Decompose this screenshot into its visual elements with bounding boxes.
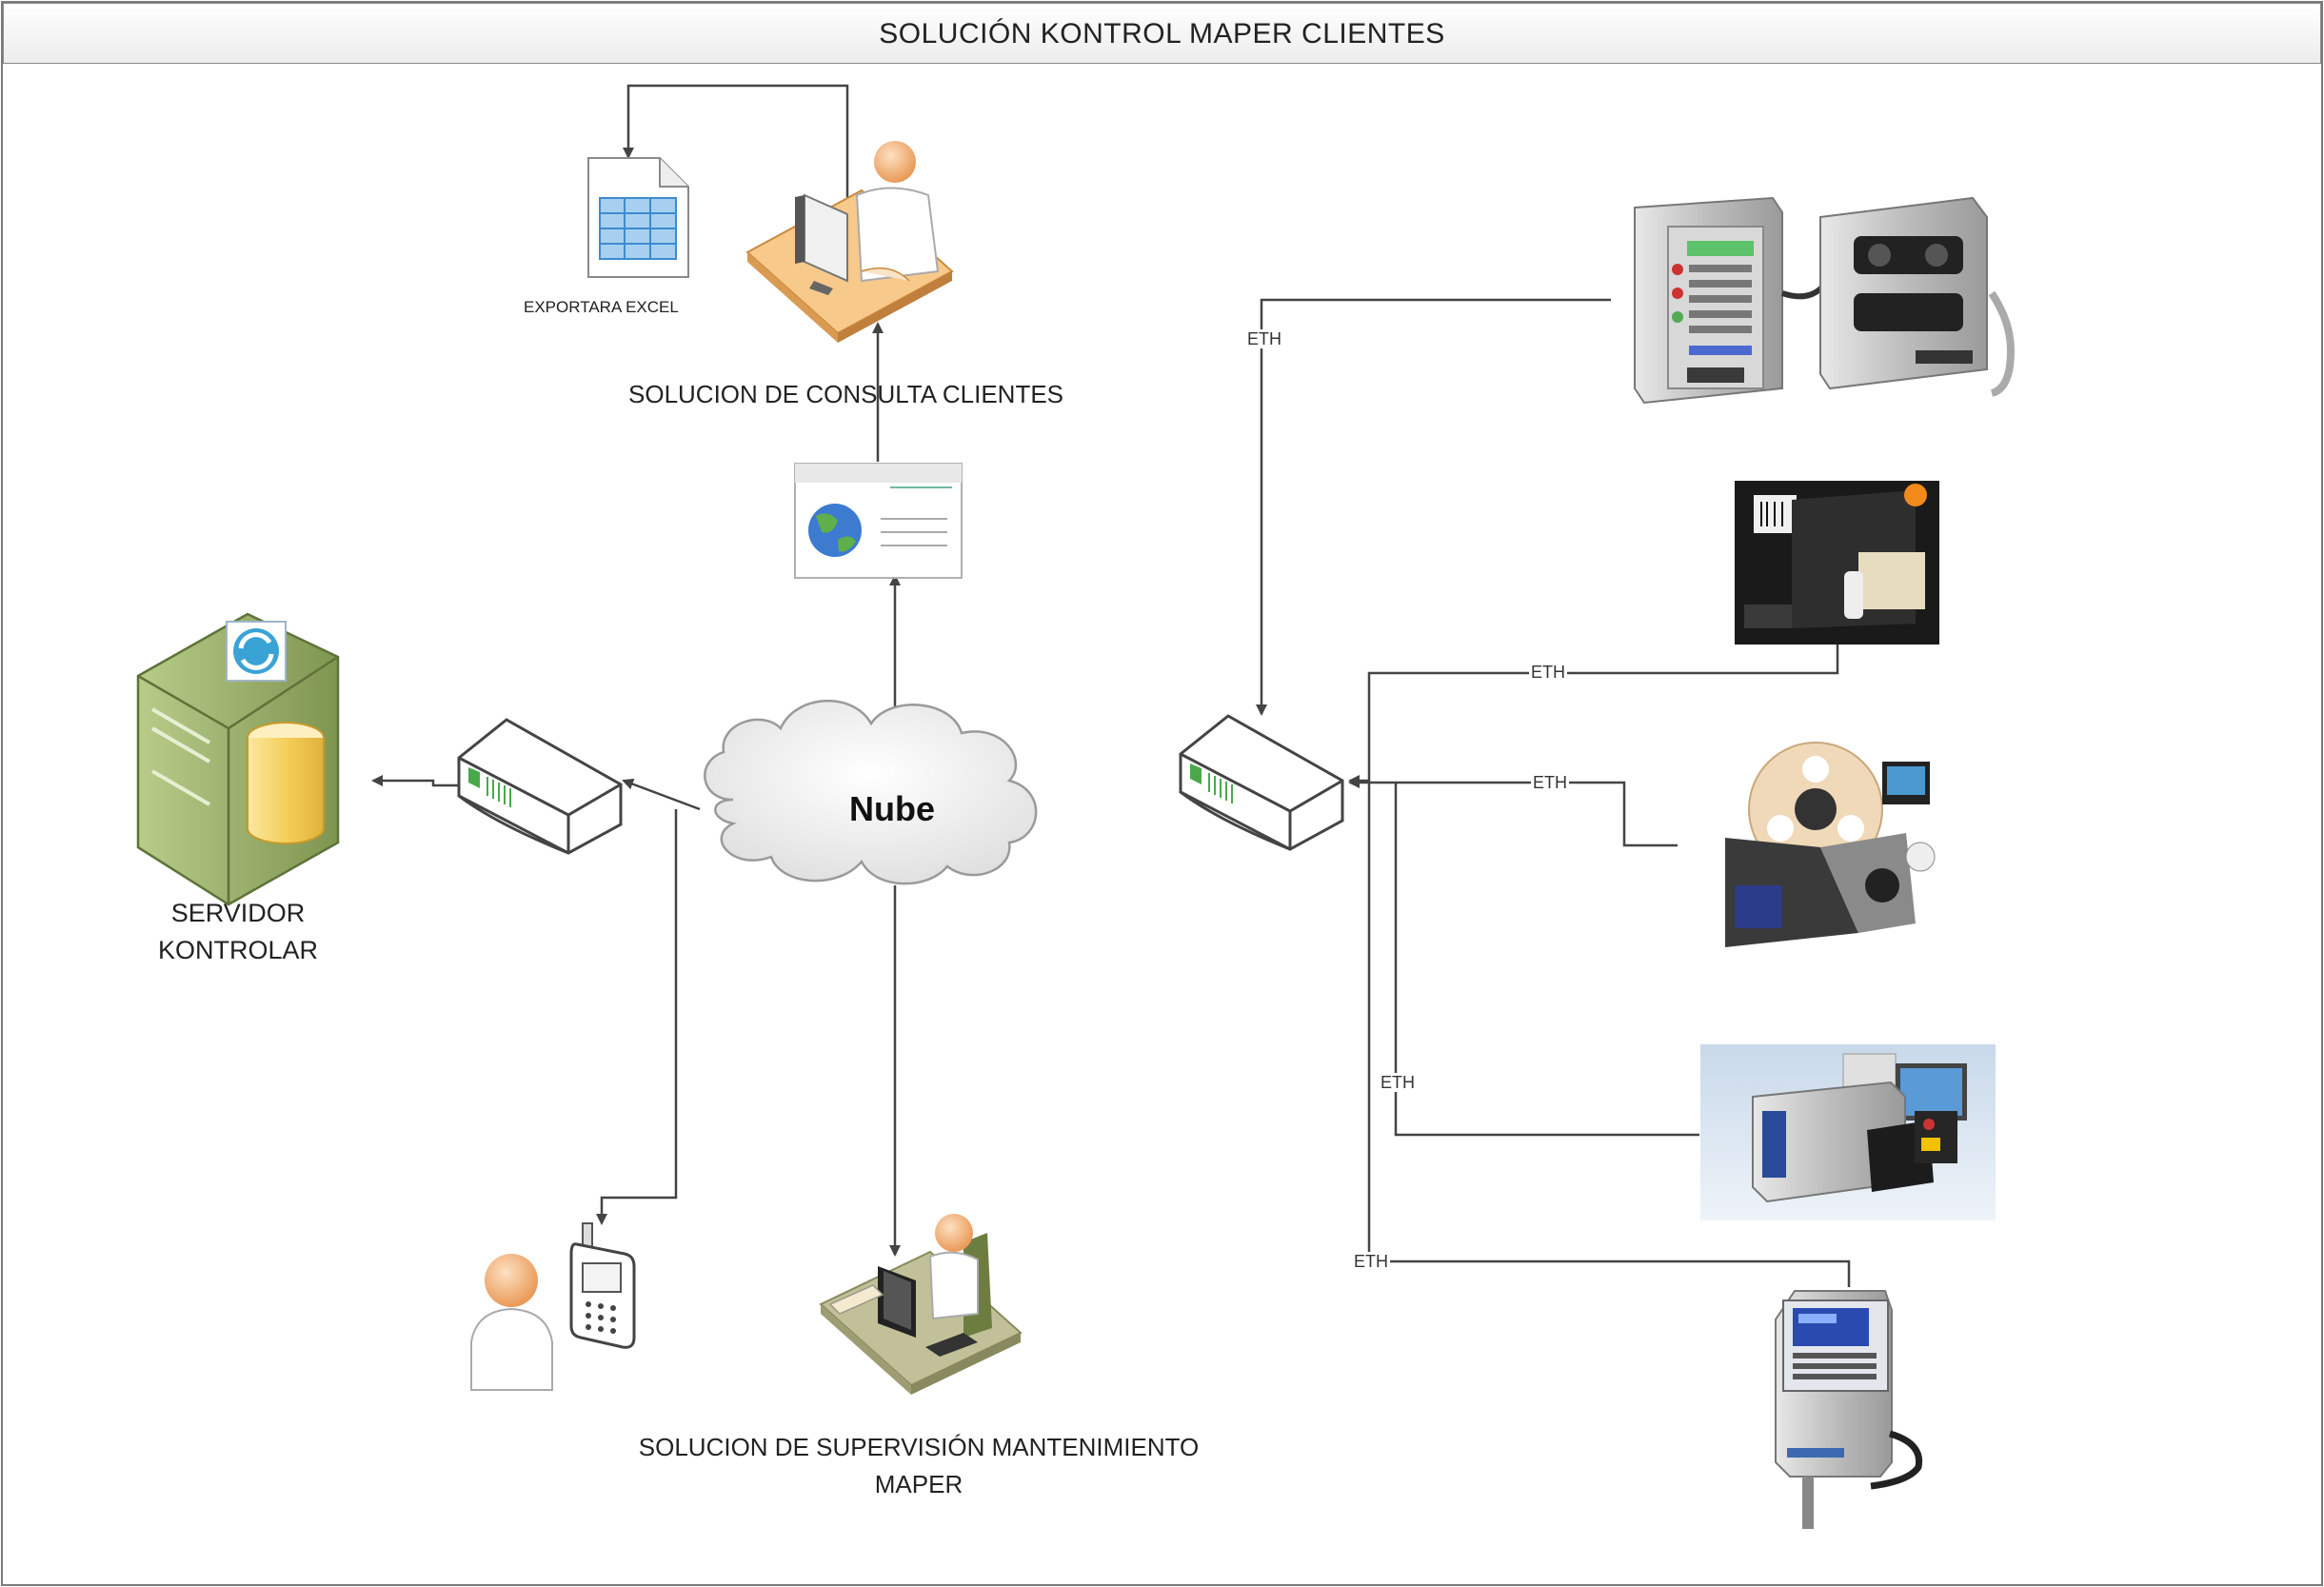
line-laser [1394,783,1699,1137]
web-application-icon [794,463,963,579]
server-database-icon [136,612,340,906]
left-router-icon [457,718,623,855]
cloud-shape [704,700,1038,885]
consulta-workstation-icon [745,141,954,343]
eth-label-printer2: ETH [1529,663,1567,682]
user-person-icon [470,1254,553,1391]
supervision-label-line2: MAPER [874,1470,963,1498]
label-printer-device [1735,481,1939,645]
supervision-label-line1: SOLUCION DE SUPERVISIÓN MANTENIMIENTO [638,1433,1200,1461]
laser-marker-device [1700,1044,1996,1220]
excel-file-icon [587,157,689,278]
connection-lines [371,84,1851,1287]
line-router-to-server [371,775,471,787]
eth-label-cij: ETH [1352,1252,1390,1271]
servidor-label-line1: SERVIDOR [170,899,306,927]
cij-printer-device [1775,1290,1923,1529]
line-printer1 [1256,298,1611,716]
thermal-transfer-printer-device [1634,196,2016,405]
consulta-clientes-label: SOLUCION DE CONSULTA CLIENTES [628,380,1064,408]
line-to-phone [596,809,678,1225]
eth-label-printer1: ETH [1245,329,1283,348]
right-router-icon [1179,714,1344,851]
line-labeler [1348,777,1678,847]
nube-label: Nube [849,789,935,828]
eth-label-labeler: ETH [1531,773,1569,792]
line-cloud-to-left-router [622,778,701,811]
eth-label-laser: ETH [1379,1073,1417,1092]
mobile-phone-icon [569,1222,636,1349]
line-printer2-trunk [1367,630,1851,1287]
excel-export-label: EXPORTARA EXCEL [524,298,679,316]
servidor-label-line2: KONTROLAR [157,936,319,964]
title-bar: SOLUCIÓN KONTROL MAPER CLIENTES [3,3,2321,64]
label-applicator-device [1725,742,1936,947]
supervision-workstation-icon [819,1214,1023,1395]
line-to-excel [623,84,849,209]
page-title: SOLUCIÓN KONTROL MAPER CLIENTES [879,18,1445,50]
